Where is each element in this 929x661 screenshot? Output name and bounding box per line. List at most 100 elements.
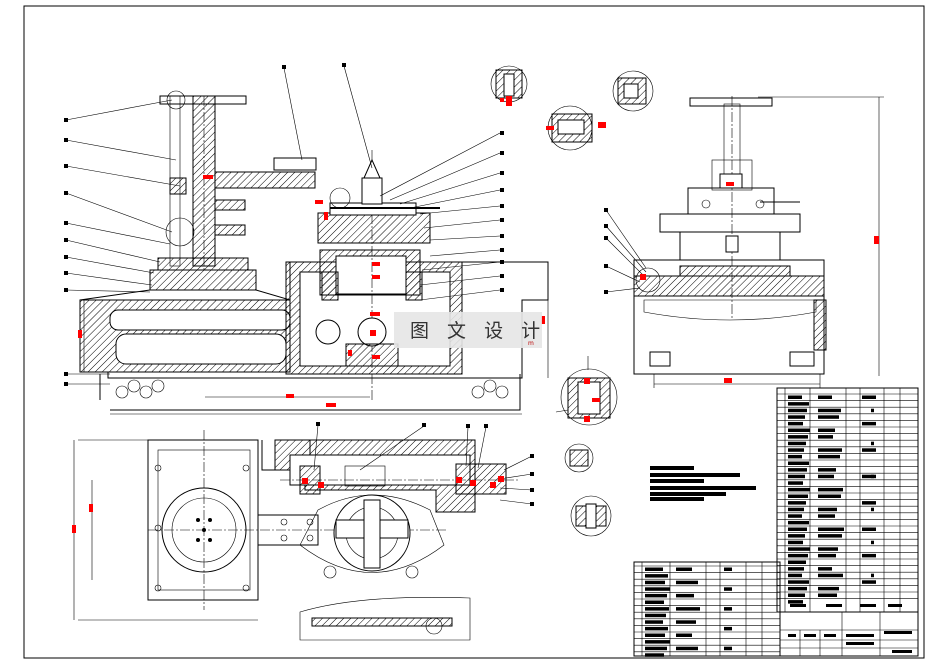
table-cell (645, 626, 668, 631)
table-cell (788, 494, 808, 498)
watermark: 图 文 设 计 m (394, 312, 542, 348)
table-cell (818, 448, 842, 452)
table-cell (788, 395, 802, 399)
table-cell (818, 507, 837, 512)
table-cell (645, 633, 665, 637)
table-cell (818, 474, 834, 479)
table-cell (788, 441, 806, 446)
title-block (779, 604, 919, 657)
detail-views (490, 65, 654, 537)
table-cell (818, 514, 835, 518)
table-cell (862, 421, 876, 426)
table-cell (645, 620, 663, 624)
table-cell (871, 441, 874, 446)
table-cell (645, 646, 667, 651)
table-cell (818, 468, 836, 472)
table-cell (788, 428, 810, 432)
front-view-markers (78, 175, 545, 407)
table-cell (862, 501, 876, 505)
table-cell (871, 507, 874, 512)
table-cell (788, 547, 810, 551)
table-cell (862, 448, 876, 452)
front-section-view (79, 90, 549, 415)
table-cell (788, 534, 805, 538)
table-cell (788, 560, 806, 564)
top-plan-view (73, 430, 520, 641)
table-cell (818, 408, 841, 413)
table-cell (645, 607, 669, 611)
table-cell (818, 415, 839, 419)
front-view-leaders (65, 65, 501, 385)
table-cell (871, 573, 874, 578)
table-cell (788, 435, 808, 439)
table-cell (676, 607, 700, 611)
table-cell (818, 527, 844, 531)
table-cell (676, 593, 694, 598)
table-cell (788, 448, 804, 452)
table-cell (676, 620, 696, 624)
side-view (604, 96, 884, 388)
table-cell (724, 607, 732, 611)
table-cell (676, 567, 692, 571)
technical-notes (650, 466, 756, 501)
table-cell (724, 587, 732, 591)
front-view-balloons (64, 63, 504, 386)
table-cell (788, 507, 804, 512)
table-cell (788, 402, 809, 406)
table-cell (676, 633, 692, 637)
bottom-table (633, 561, 781, 657)
top-view-markers (72, 476, 504, 533)
outer-frame (23, 5, 925, 659)
table-cell (645, 593, 667, 598)
table-cell (788, 553, 808, 558)
table-cell (788, 487, 810, 492)
table-cell (788, 567, 804, 571)
table-cell (788, 600, 803, 604)
table-cell (645, 653, 664, 657)
table-cell (871, 474, 874, 479)
table-cell (724, 646, 732, 651)
table-cell (788, 586, 807, 591)
table-cell (788, 520, 809, 525)
table-cell (788, 514, 802, 518)
detail-view-circle-icon (564, 443, 594, 473)
table-cell (788, 468, 807, 472)
detail-view-circle-icon (612, 70, 654, 112)
table-cell (818, 395, 832, 399)
parts-list (776, 387, 919, 613)
table-cell (818, 547, 838, 551)
table-cell (862, 553, 876, 558)
detail-view-circle-icon (570, 495, 612, 537)
table-cell (862, 395, 876, 399)
table-cell (818, 553, 836, 558)
table-cell (788, 580, 809, 584)
table-cell (818, 428, 835, 432)
table-cell (862, 580, 876, 584)
detail-view-circle-icon (560, 368, 618, 426)
table-cell (645, 613, 666, 618)
table-cell (645, 600, 664, 604)
table-cell (818, 573, 843, 578)
watermark-suffix: m (528, 340, 534, 347)
table-cell (645, 574, 668, 578)
table-cell (724, 567, 732, 571)
table-cell (788, 481, 803, 485)
table-cell (818, 487, 843, 492)
table-cell (871, 408, 874, 413)
table-cell (818, 435, 833, 439)
top-view-leaders (313, 422, 534, 506)
table-cell (862, 474, 876, 479)
table-cell (676, 646, 698, 651)
table-cell (724, 626, 732, 631)
table-cell (788, 501, 806, 505)
table-cell (788, 421, 803, 426)
table-cell (862, 527, 876, 531)
table-cell (818, 586, 839, 591)
table-cell (788, 573, 802, 578)
table-cell (788, 593, 805, 597)
table-cell (818, 494, 841, 498)
table-cell (676, 580, 698, 585)
table-cell (818, 567, 832, 571)
